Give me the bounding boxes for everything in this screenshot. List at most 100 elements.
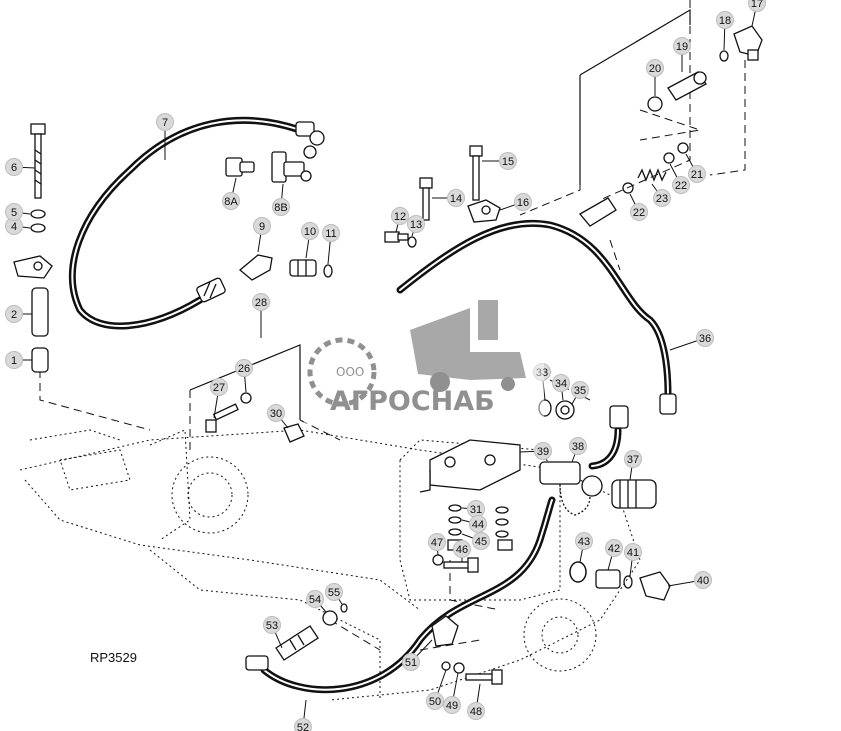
fitting-pipe <box>579 197 617 227</box>
callout-badge <box>402 653 420 671</box>
callout-badge <box>306 590 324 608</box>
callout-badge <box>443 696 461 714</box>
hose-52 <box>260 496 556 694</box>
callout-number: 52 <box>297 722 309 731</box>
elbow-fitting-9 <box>238 254 273 281</box>
hose-52-fitting <box>245 655 269 671</box>
callout-number: 28 <box>255 297 267 309</box>
callout-35: 35 <box>571 381 589 405</box>
adapter-42 <box>595 569 621 589</box>
callout-badge <box>391 207 409 225</box>
watermark-name: АГРОСНАБ <box>330 386 495 417</box>
callout-number: 15 <box>502 156 514 168</box>
callout-number: 39 <box>537 446 549 458</box>
callout-badge <box>716 11 734 29</box>
watermark-prefix: ООО <box>336 365 364 379</box>
callout-badge <box>646 59 664 77</box>
callout-47: 47 <box>428 533 446 556</box>
bolt-14 <box>419 177 433 221</box>
coupler-37 <box>611 479 657 509</box>
callout-41: 41 <box>624 543 642 577</box>
callout-badge <box>447 189 465 207</box>
callout-badge <box>748 0 766 12</box>
callout-20: 20 <box>646 59 664 96</box>
callout-badge <box>571 381 589 399</box>
callout-number: 41 <box>627 547 639 559</box>
o-ring-18 <box>719 50 729 62</box>
callout-number: 30 <box>270 408 282 420</box>
callout-badge <box>514 193 532 211</box>
callout-51: 51 <box>402 639 433 671</box>
elbow-17 <box>733 25 763 61</box>
hose-7-fitting-bottom <box>196 277 226 303</box>
callout-number: 53 <box>266 620 278 632</box>
callout-number: 18 <box>719 15 731 27</box>
callout-number: 54 <box>309 594 321 606</box>
callout-badge <box>624 543 642 561</box>
callout-number: 55 <box>328 587 340 599</box>
callout-46: 46 <box>453 540 471 562</box>
gear-icon <box>307 337 377 407</box>
hose-7 <box>68 116 304 330</box>
callout-50: 50 <box>426 669 447 710</box>
callout-number: 33 <box>536 367 548 379</box>
washer-4 <box>30 223 46 233</box>
bolt-6 <box>30 123 46 199</box>
callout-number: 42 <box>608 543 620 555</box>
bolt-15 <box>469 145 483 201</box>
callout-badge <box>294 718 312 731</box>
hose-short-fitting <box>609 405 629 429</box>
callout-26: 26 <box>235 359 253 393</box>
callout-number: 17 <box>751 0 763 10</box>
clamp-51 <box>431 615 459 647</box>
bracket-39 <box>419 439 521 493</box>
callout-number: 23 <box>656 193 668 205</box>
callout-10: 10 <box>301 222 319 259</box>
combine-harvester-icon <box>410 300 526 392</box>
o-ring-43 <box>569 561 587 583</box>
bolt-27 <box>205 403 239 433</box>
coupler-19 <box>667 71 707 101</box>
callout-number: 20 <box>649 63 661 75</box>
callout-28: 28 <box>252 293 270 338</box>
callout-52: 52 <box>294 699 312 731</box>
callout-number: 27 <box>213 382 225 394</box>
o-ring-55 <box>340 603 348 613</box>
callout-number: 31 <box>470 504 482 516</box>
callout-18: 18 <box>716 11 734 51</box>
callout-number: 7 <box>162 117 168 129</box>
callout-badge <box>235 359 253 377</box>
callout-13: 13 <box>407 215 425 237</box>
callout-badge <box>253 217 271 235</box>
hose-short <box>588 426 622 470</box>
callout-number: 44 <box>472 519 484 531</box>
coupler-38 <box>539 461 603 516</box>
callout-number: 2 <box>11 309 17 321</box>
assembly-leaders <box>39 0 746 651</box>
callout-badge <box>575 532 593 550</box>
elbow-40 <box>639 571 671 601</box>
callout-number: 47 <box>431 537 443 549</box>
callout-38: 38 <box>569 437 587 463</box>
callout-number: 48 <box>470 706 482 718</box>
bolt-48 <box>465 669 503 685</box>
callout-42: 42 <box>605 539 623 571</box>
callout-number: 40 <box>697 575 709 587</box>
callout-22: 22 <box>629 193 648 221</box>
callout-badge <box>672 176 690 194</box>
callout-39: 39 <box>519 442 552 460</box>
callout-17: 17 <box>748 0 766 27</box>
callout-53: 53 <box>263 616 283 649</box>
callout-48: 48 <box>467 683 485 720</box>
callout-30: 30 <box>267 404 289 429</box>
callout-badge <box>673 37 691 55</box>
hose-36 <box>396 219 672 399</box>
callout-number: 5 <box>11 207 17 219</box>
watermark-logo: ООО АГРОСНАБ <box>304 298 544 424</box>
callout-badge <box>653 189 671 207</box>
callout-badge <box>263 616 281 634</box>
bolt-46 <box>443 557 479 573</box>
callout-badge <box>5 351 23 369</box>
